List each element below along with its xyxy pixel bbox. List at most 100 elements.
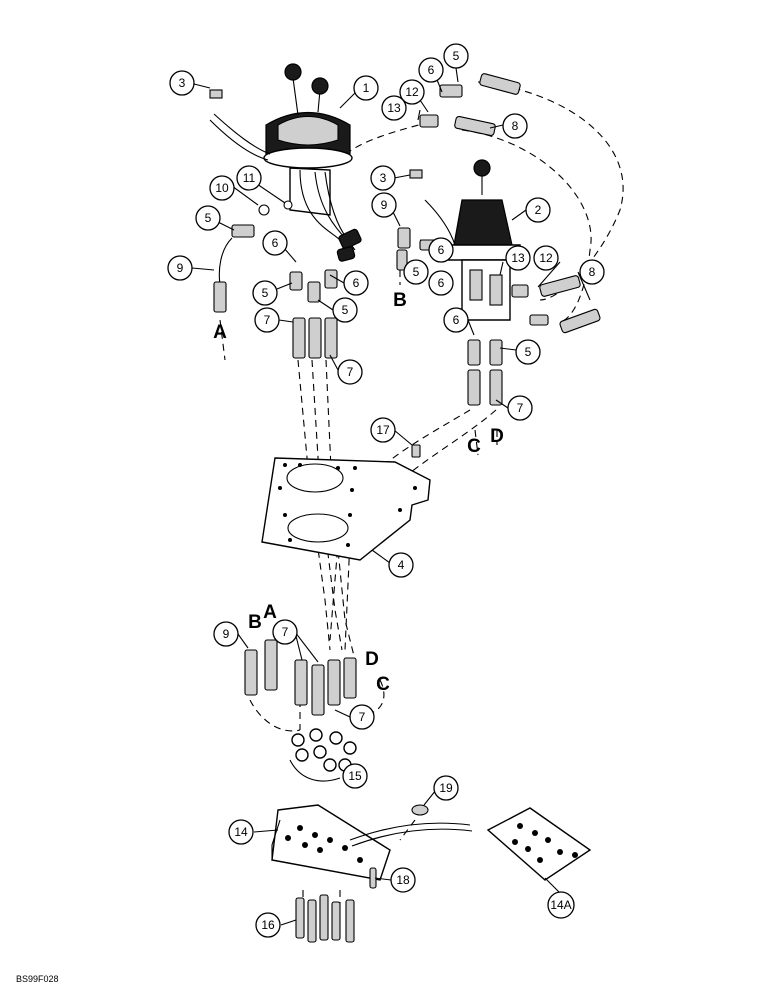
callout-19: 19 [433,775,459,801]
svg-text:5: 5 [205,211,212,225]
svg-text:10: 10 [215,181,229,195]
callout-12: 12 [399,79,425,105]
callout-5: 5 [443,43,469,69]
callout-7: 7 [272,619,298,645]
callout-14: 14 [228,819,254,845]
svg-text:15: 15 [348,769,362,783]
svg-text:5: 5 [342,303,349,317]
callout-16: 16 [255,912,281,938]
nuts-group [289,728,357,782]
svg-text:8: 8 [512,119,519,133]
callout-9: 9 [371,192,397,218]
svg-text:3: 3 [380,171,387,185]
svg-text:4: 4 [398,558,405,572]
svg-text:6: 6 [438,276,445,290]
callout-4: 4 [388,552,414,578]
callout-5: 5 [332,297,358,323]
svg-text:7: 7 [282,625,289,639]
svg-text:6: 6 [353,276,360,290]
svg-text:16: 16 [261,918,275,932]
base-plate-14 [271,804,473,881]
svg-text:7: 7 [359,710,366,724]
callout-leaders [191,67,591,926]
port-letters: A B C D B A D C [213,290,504,695]
port-letter-C: C [376,674,390,695]
svg-text:6: 6 [453,313,460,327]
svg-text:14: 14 [234,825,248,839]
svg-text:12: 12 [405,85,419,99]
svg-text:9: 9 [381,198,388,212]
callout-13: 13 [505,245,531,271]
callout-6: 6 [418,57,444,83]
callout-13: 13 [381,95,407,121]
callout-17: 17 [370,417,396,443]
svg-text:17: 17 [376,423,390,437]
callout-11: 11 [236,165,262,191]
svg-text:1: 1 [363,81,370,95]
callout-3: 3 [370,165,396,191]
upper-fittings [209,73,601,458]
svg-text:6: 6 [428,63,435,77]
svg-text:11: 11 [243,171,256,185]
right-pilot-control [424,159,521,321]
callout-6: 6 [343,270,369,296]
callout-5: 5 [195,205,221,231]
svg-text:7: 7 [347,365,354,379]
callout-6: 6 [262,230,288,256]
svg-text:13: 13 [511,251,525,265]
callout-9: 9 [167,255,193,281]
svg-text:18: 18 [396,873,410,887]
port-letter-D: D [490,426,504,447]
callout-8: 8 [579,259,605,285]
misc-parts [295,804,429,943]
callout-5: 5 [252,280,278,306]
svg-text:8: 8 [589,265,596,279]
callouts: 3 1 6 5 12 13 8 3 10 11 9 2 5 6 9 6 5 6 … [167,43,605,938]
callout-15: 15 [342,763,368,789]
callout-18: 18 [390,867,416,893]
svg-text:19: 19 [439,781,453,795]
lower-fittings [244,639,357,716]
left-pilot-control [209,63,362,262]
callout-7: 7 [337,359,363,385]
svg-text:2: 2 [535,203,542,217]
callout-3: 3 [169,70,195,96]
callout-1: 1 [353,75,379,101]
callout-5: 5 [403,259,429,285]
svg-text:12: 12 [539,251,553,265]
svg-text:14A: 14A [550,898,571,912]
callout-6: 6 [428,270,454,296]
port-letter-C: C [467,436,481,457]
svg-text:6: 6 [272,236,279,250]
figure-code: BS99F028 [16,974,59,984]
svg-text:6: 6 [438,243,445,257]
callout-12: 12 [533,245,559,271]
mounting-plate [261,457,431,561]
callout-10: 10 [209,175,235,201]
callout-6: 6 [443,307,469,333]
svg-text:9: 9 [223,627,230,641]
svg-text:5: 5 [453,49,460,63]
svg-text:13: 13 [387,101,401,115]
svg-text:5: 5 [413,265,420,279]
callout-8: 8 [502,113,528,139]
svg-text:5: 5 [525,345,532,359]
port-letter-A: A [213,322,227,343]
svg-text:5: 5 [262,286,269,300]
svg-text:9: 9 [177,261,184,275]
svg-text:7: 7 [264,313,271,327]
callout-14A: 14A [547,891,575,919]
screw-3b [409,169,423,179]
svg-text:7: 7 [517,401,524,415]
plate-14A [486,807,592,881]
callout-2: 2 [525,197,551,223]
port-letter-B: B [248,612,262,633]
svg-text:3: 3 [179,76,186,90]
screw-3a [209,89,223,99]
callout-5: 5 [515,339,541,365]
callout-7: 7 [349,704,375,730]
callout-9: 9 [213,621,239,647]
port-letter-B: B [393,290,407,311]
callout-6: 6 [428,237,454,263]
